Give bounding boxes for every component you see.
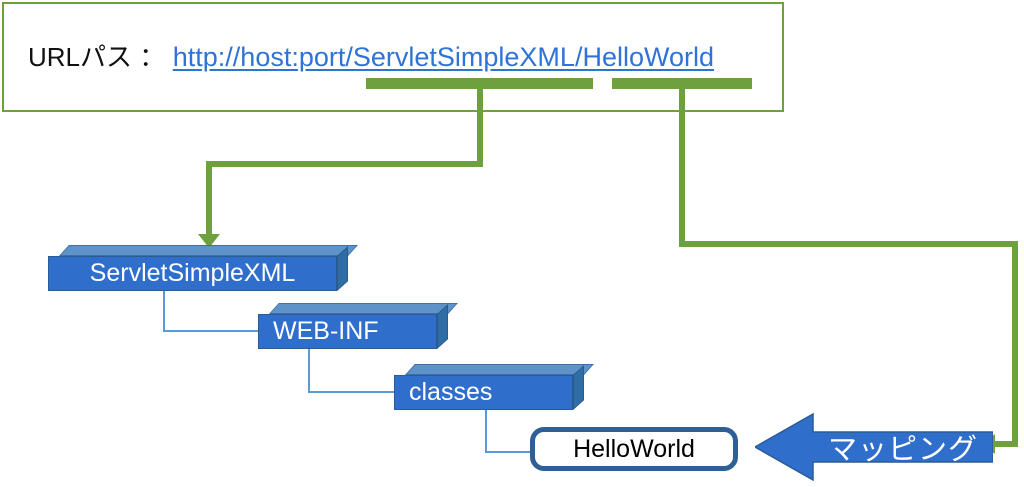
node-label: ServletSimpleXML: [89, 259, 296, 287]
highlight-bar-servletsimplexml: [366, 78, 593, 89]
green-connector-app-horizontal: [206, 161, 483, 167]
node-top-bevel: [405, 364, 594, 375]
node-classes[interactable]: classes: [394, 364, 594, 410]
tree-connector-servletsimplexml-vertical: [163, 289, 165, 331]
node-top-bevel: [59, 245, 358, 256]
url-path-panel: URLパス ： http://host:port/ServletSimpleXM…: [2, 2, 784, 112]
node-helloworld[interactable]: HelloWorld: [530, 427, 738, 471]
tree-connector-servletsimplexml-horizontal: [163, 330, 261, 332]
node-label: classes: [409, 378, 493, 406]
mapping-arrow[interactable]: マッピング: [755, 412, 993, 482]
node-face: classes: [394, 375, 573, 410]
node-face: ServletSimpleXML: [48, 256, 337, 291]
url-hyperlink[interactable]: http://host:port/ServletSimpleXML/HelloW…: [172, 42, 714, 72]
green-connector-servlet-horizontal-2: [995, 441, 1018, 447]
mapping-arrow-shape: [755, 412, 993, 482]
node-side-face: [437, 304, 448, 349]
url-path-line: URLパス ： http://host:port/ServletSimpleXM…: [28, 40, 714, 74]
green-connector-app-vertical-2: [206, 161, 212, 237]
node-label: WEB-INF: [273, 317, 379, 345]
tree-connector-webinf-horizontal: [308, 391, 397, 393]
node-servletsimplexml[interactable]: ServletSimpleXML: [48, 245, 358, 291]
node-label: HelloWorld: [573, 434, 695, 463]
url-path-label: URLパス ：: [28, 42, 166, 72]
tree-connector-webinf-vertical: [308, 348, 310, 392]
green-connector-servlet-horizontal-1: [679, 241, 1018, 247]
tree-connector-classes-horizontal: [485, 451, 533, 453]
node-side-face: [573, 365, 584, 410]
tree-connector-classes-vertical: [485, 408, 487, 452]
green-connector-app-vertical-1: [477, 89, 483, 167]
highlight-bar-helloworld: [612, 78, 752, 89]
green-arrowhead-down: [198, 234, 220, 248]
node-face: WEB-INF: [258, 314, 437, 349]
green-connector-servlet-vertical-2: [1012, 241, 1018, 444]
node-side-face: [337, 246, 348, 291]
node-top-bevel: [269, 303, 458, 314]
green-connector-servlet-vertical-1: [679, 89, 685, 247]
node-webinf[interactable]: WEB-INF: [258, 303, 458, 349]
